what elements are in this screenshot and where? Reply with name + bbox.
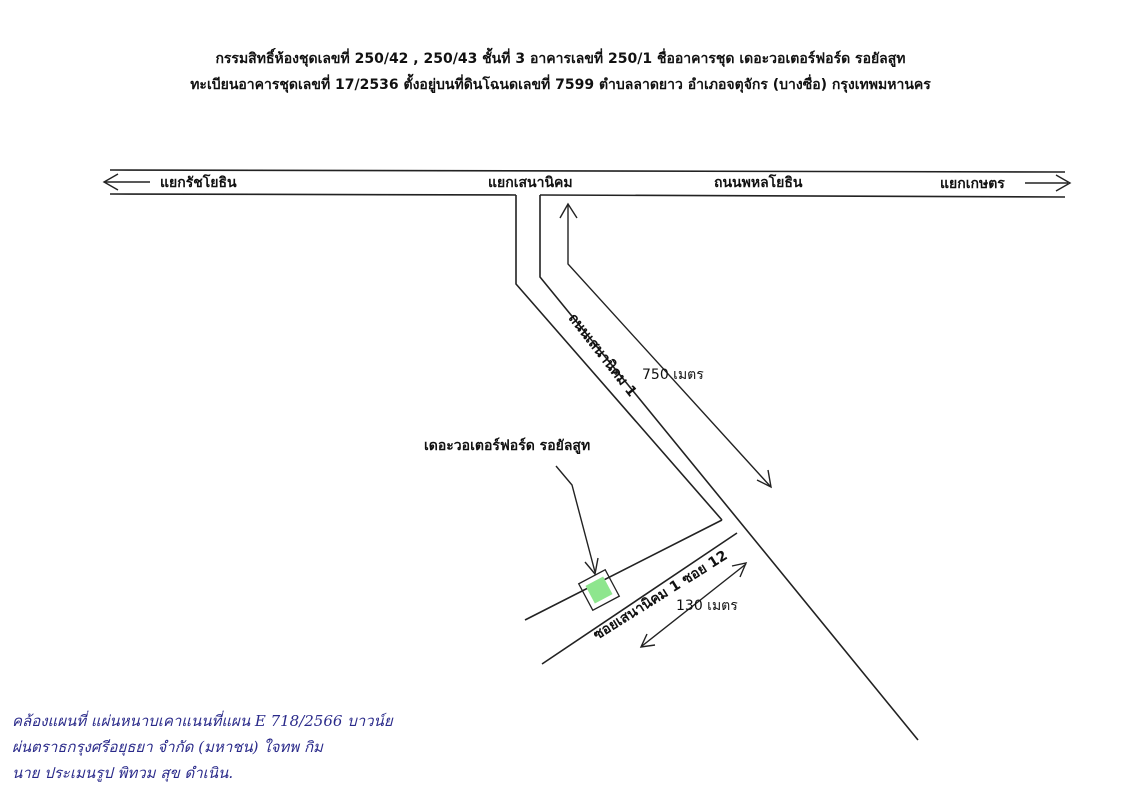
right-arrow-icon — [1025, 174, 1072, 192]
side-road — [515, 195, 919, 741]
left-arrow-icon — [102, 173, 150, 191]
distance-750-arrow-icon — [559, 202, 772, 489]
main-road-bottom-edge-right — [539, 194, 1066, 198]
header-line-2: ทะเบียนอาคารชุดเลขที่ 17/2536 ตั้งอยู่บน… — [190, 77, 931, 93]
side-road-left-edge — [515, 195, 723, 521]
main-road-top-edge — [109, 169, 1066, 173]
label-soi-12: ซอยเสนานิคม 1 ซอย 12 — [591, 548, 731, 644]
handwritten-line-2: ผ่นตราธกรุงศรีอยุธยา จำกัด (มหาชน) ใจทพ … — [12, 738, 324, 756]
label-phahonyothin-road: ถนนพหลโยธิน — [714, 173, 803, 191]
handwritten-line-1: คล้องแผนที่ แผ่นหนาบเคาแนนที่แผน E 718/2… — [12, 710, 394, 730]
header-line-1: กรรมสิทธิ์ห้องชุดเลขที่ 250/42 , 250/43 … — [215, 51, 906, 67]
handwritten-line-3: นาย ประเมนรูป พิทวม สุข ดำเนิน. — [12, 764, 233, 782]
soi-top-edge — [524, 519, 723, 621]
label-senanikhom-junction: แยกเสนานิคม — [488, 175, 573, 191]
label-landmark-building: เดอะวอเตอร์ฟอร์ด รอยัลสูท — [424, 437, 590, 454]
label-senanikhom-1-road: ถนนเสนานิคม 1 — [565, 311, 640, 401]
soi-bottom-edge — [541, 532, 738, 665]
landmark-pointer-arrow-icon — [555, 465, 599, 576]
distance-130-arrow-icon — [639, 562, 748, 648]
document-header: กรรมสิทธิ์ห้องชุดเลขที่ 250/42 , 250/43 … — [0, 46, 1121, 98]
label-distance-750: 750 เมตร — [642, 367, 704, 383]
property-location-marker — [577, 568, 621, 612]
handwritten-note: คล้องแผนที่ แผ่นหนาบเคาแนนที่แผน E 718/2… — [12, 710, 394, 782]
label-distance-130: 130 เมตร — [676, 598, 738, 614]
main-road-bottom-edge-left — [109, 193, 517, 196]
label-ratchayothin-junction: แยกรัชโยธิน — [160, 173, 237, 191]
main-road — [109, 169, 1066, 198]
soi-12-road — [524, 519, 738, 665]
label-kaset-junction: แยกเกษตร — [940, 176, 1005, 192]
side-road-right-edge — [539, 195, 919, 741]
